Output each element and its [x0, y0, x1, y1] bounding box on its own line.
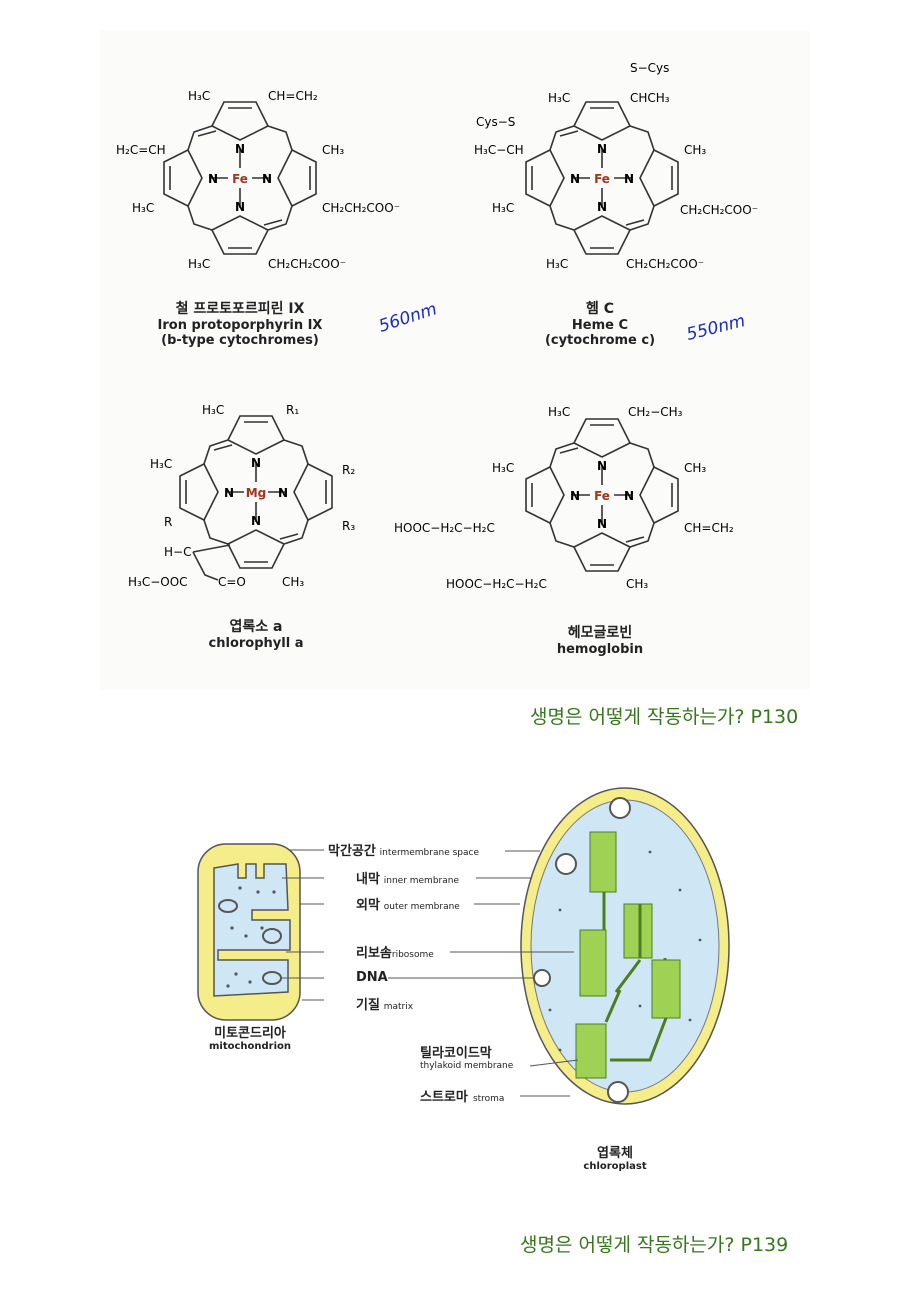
cyclopentanone-ring	[192, 544, 231, 581]
n-atom: N	[624, 489, 634, 503]
label-intermembrane-space: 막간공간 intermembrane space	[328, 844, 479, 859]
n-atom: N	[597, 200, 607, 214]
substituent: CH=CH₂	[684, 521, 734, 535]
substituent: CH₃	[626, 577, 648, 591]
substituent: Cys−S	[476, 115, 515, 129]
substituent: CH₂CH₂COO⁻	[268, 257, 346, 271]
name-ko: 헴 C	[585, 301, 615, 317]
substituent: H₃C	[132, 201, 154, 215]
substituent: H₃C	[188, 89, 210, 103]
substituent: R₁	[286, 403, 299, 417]
substituent: R₂	[342, 463, 355, 477]
substituent: R₃	[342, 519, 355, 533]
n-atom: N	[278, 486, 288, 500]
n-atom: N	[208, 172, 218, 186]
name-ko: 철 프로토포르피린 IX	[175, 301, 305, 317]
stroma-dots	[548, 850, 702, 1052]
n-atom: N	[235, 142, 245, 156]
substituent: CH₂CH₂COO⁻	[680, 203, 758, 217]
substituent: CH₂−CH₃	[628, 405, 683, 419]
n-atom: N	[624, 172, 634, 186]
substituent: CH₃	[322, 143, 344, 157]
substituent: R	[164, 515, 172, 529]
reference-p130: 생명은 어떻게 작동하는가? P130	[530, 706, 799, 728]
metal-center: Fe	[232, 172, 248, 186]
reference-p139: 생명은 어떻게 작동하는가? P139	[520, 1234, 789, 1256]
substituent: CH₃	[282, 575, 304, 589]
metal-center: Mg	[246, 486, 267, 500]
caption-mitochondrion: 미토콘드리아 mitochondrion	[208, 1026, 292, 1052]
substituent: S−Cys	[630, 61, 669, 75]
n-atom: N	[570, 172, 580, 186]
substituent: CH₂CH₂COO⁻	[322, 201, 400, 215]
name-en: chlorophyll a	[208, 636, 304, 651]
n-atom: N	[597, 142, 607, 156]
label-matrix: 기질 matrix	[356, 998, 414, 1013]
substituent: HOOC−H₂C−H₂C	[394, 521, 495, 535]
caption-chlorophyll: 엽록소 a chlorophyll a	[146, 616, 366, 651]
substituent: C=O	[218, 575, 246, 589]
name-en: Iron protoporphyrin IX	[157, 318, 323, 333]
sub-en: (b-type cytochromes)	[161, 333, 319, 348]
substituent: H₃C−OOC	[128, 575, 188, 589]
substituent: HOOC−H₂C−H₂C	[446, 577, 547, 591]
name-ko: 엽록소 a	[229, 619, 283, 635]
textbook-scan-background	[100, 30, 810, 690]
n-atom: N	[262, 172, 272, 186]
metal-center: Fe	[594, 172, 610, 186]
substituent: H₃C	[548, 405, 570, 419]
chloroplast-ribosome-large	[609, 797, 631, 819]
n-atom: N	[251, 514, 261, 528]
grana-stacks	[575, 831, 681, 1079]
label-stroma: 스트로마 stroma	[420, 1090, 505, 1105]
chloroplast-ribosome-large	[607, 1081, 629, 1103]
substituent: H₃C	[150, 457, 172, 471]
caption-chloroplast: 엽록체 chloroplast	[583, 1146, 647, 1172]
substituent: H₃C	[492, 461, 514, 475]
n-atom: N	[235, 200, 245, 214]
label-ribosome: 리보솜ribosome	[356, 946, 434, 961]
mito-dna	[262, 928, 282, 944]
substituent: CHCH₃	[630, 91, 670, 105]
substituent: H₂C=CH	[116, 143, 166, 157]
n-atom: N	[251, 456, 261, 470]
caption-protoporphyrin: 철 프로토포르피린 IX Iron protoporphyrin IX (b-t…	[130, 298, 350, 348]
organelle-figure	[197, 787, 730, 1105]
n-atom: N	[224, 486, 234, 500]
sub-en: (cytochrome c)	[544, 333, 656, 348]
thylakoid-lamellae	[602, 892, 668, 1062]
substituent: H−C	[164, 545, 191, 559]
label-thylakoid-membrane: 틸라코이드막 thylakoid membrane	[420, 1046, 514, 1071]
mitochondrion-inner-membrane	[213, 863, 291, 997]
mito-ribosomes	[226, 886, 276, 988]
substituent: H₃C	[548, 91, 570, 105]
substituent: H₃C	[188, 257, 210, 271]
substituent: H₃C	[202, 403, 224, 417]
substituent: H₃C	[492, 201, 514, 215]
metal-center: Fe	[594, 489, 610, 503]
substituent: CH=CH₂	[268, 89, 318, 103]
substituent: H₃C	[546, 257, 568, 271]
caption-hemoglobin: 헤모글로빈 hemoglobin	[490, 622, 710, 657]
chloroplast-ribosome-large	[555, 853, 577, 875]
caption-heme-c: 헴 C Heme C (cytochrome c)	[490, 298, 710, 348]
substituent: H₃C−CH	[474, 143, 524, 157]
label-inner-membrane: 내막 inner membrane	[356, 872, 459, 887]
substituent: CH₃	[684, 461, 706, 475]
substituent: CH₂CH₂COO⁻	[626, 257, 704, 271]
n-atom: N	[597, 517, 607, 531]
mito-dna	[218, 899, 238, 913]
chloroplast-dna	[533, 969, 551, 987]
n-atom: N	[597, 459, 607, 473]
name-en: Heme C	[571, 318, 629, 333]
name-en: hemoglobin	[556, 642, 644, 657]
name-ko: 헤모글로빈	[567, 625, 633, 641]
label-dna: DNA	[356, 970, 388, 985]
n-atom: N	[570, 489, 580, 503]
porphyrin-figure: N N N N Fe H₃C CH=CH₂ H₂C=CH H₃C CH₃ CH₂…	[116, 61, 758, 591]
substituent: CH₃	[684, 143, 706, 157]
label-outer-membrane: 외막 outer membrane	[356, 898, 460, 913]
